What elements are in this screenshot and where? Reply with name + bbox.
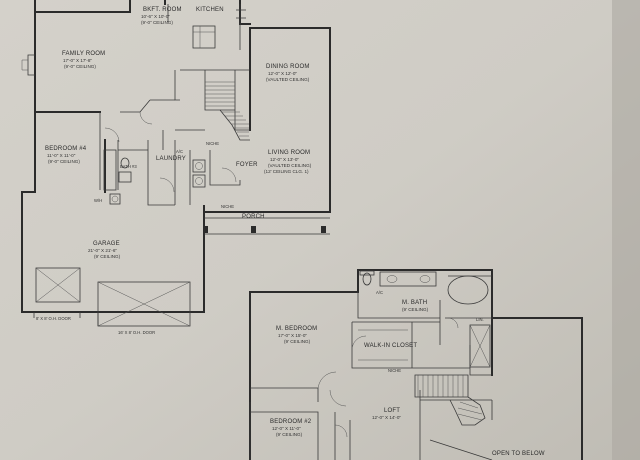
laundry-label: LAUNDRY xyxy=(156,156,186,162)
garage-doors xyxy=(33,267,191,327)
bath3-label: BATH #3 xyxy=(120,164,137,169)
bedroom2-ceiling: (9' CEILING) xyxy=(276,432,303,437)
garage-dim: 21'-0" X 21'-6" xyxy=(88,248,117,253)
bedroom4-dim: 11'-0" X 11'-0" xyxy=(47,153,76,158)
first-floor-plan xyxy=(21,0,331,327)
garage-door-left-label: 8' X 8' O.H. DOOR xyxy=(36,316,71,321)
m-bedroom-ceiling: (9' CEILING) xyxy=(284,339,311,344)
living-room-label: LIVING ROOM xyxy=(268,150,310,156)
foyer-label: FOYER xyxy=(236,162,258,168)
niche-label-2: NICHE xyxy=(221,204,234,209)
lin-label: LIN. xyxy=(476,317,484,322)
walkin-closet-label: WALK-IN CLOSET xyxy=(364,343,417,349)
living-room-dim: 12'-0" X 13'-0" xyxy=(270,157,299,162)
living-room-ceiling-2: (12' CEILING CLG. 1) xyxy=(264,169,309,174)
m-bedroom-label: M. BEDROOM xyxy=(276,326,317,332)
living-room-ceiling: (VAULTED CEILING) xyxy=(268,163,312,168)
ac-label-2: A/C xyxy=(376,290,383,295)
garage-ceiling: (9' CEILING) xyxy=(94,254,121,259)
dining-room-dim: 12'-0" X 12'-0" xyxy=(268,71,297,76)
m-bath-ceiling: (9' CEILING) xyxy=(402,307,429,312)
m-bath-label: M. BATH xyxy=(402,300,427,306)
bkft-room-dim: 10'-6" X 10'-0" xyxy=(141,14,170,19)
second-floor-plan xyxy=(249,269,583,460)
m-bedroom-dim: 17'-0" X 15'-0" xyxy=(278,333,307,338)
bedroom2-label: BEDROOM #2 xyxy=(270,419,312,425)
bedroom2-dim: 12'-0" X 11'-0" xyxy=(272,426,301,431)
bkft-room-ceiling: (9'-0" CEILING) xyxy=(141,20,173,25)
garage-label: GARAGE xyxy=(93,241,120,247)
garage-door-right-label: 16' X 8' O.H. DOOR xyxy=(118,330,155,335)
porch-label: PORCH xyxy=(242,214,265,220)
bkft-room-label: BKFT. ROOM xyxy=(143,7,182,13)
stairs-second-floor xyxy=(414,374,486,426)
family-room-label: FAMILY ROOM xyxy=(62,51,105,57)
dining-room-ceiling: (VAULTED CEILING) xyxy=(266,77,310,82)
family-room-dim: 17'-0" X 17'-8" xyxy=(63,58,92,63)
loft-dim: 12'-0" X 14'-0" xyxy=(372,415,401,420)
dining-room-label: DINING ROOM xyxy=(266,64,310,70)
wh-label: W/H xyxy=(94,198,102,203)
kitchen-label: KITCHEN xyxy=(196,7,224,13)
stairs-first-floor xyxy=(205,81,250,141)
right-edge-shadow xyxy=(612,0,640,460)
bedroom4-label: BEDROOM #4 xyxy=(45,146,87,152)
family-room-ceiling: (9'-0" CEILING) xyxy=(64,64,96,69)
loft-label: LOFT xyxy=(384,408,400,414)
bedroom4-ceiling: (9'-0" CEILING) xyxy=(48,159,80,164)
niche-label-3: NICHE xyxy=(388,368,401,373)
niche-label-1: NICHE xyxy=(206,141,219,146)
open-to-below-label: OPEN TO BELOW xyxy=(492,451,545,457)
ac-label: A/C xyxy=(176,149,183,154)
